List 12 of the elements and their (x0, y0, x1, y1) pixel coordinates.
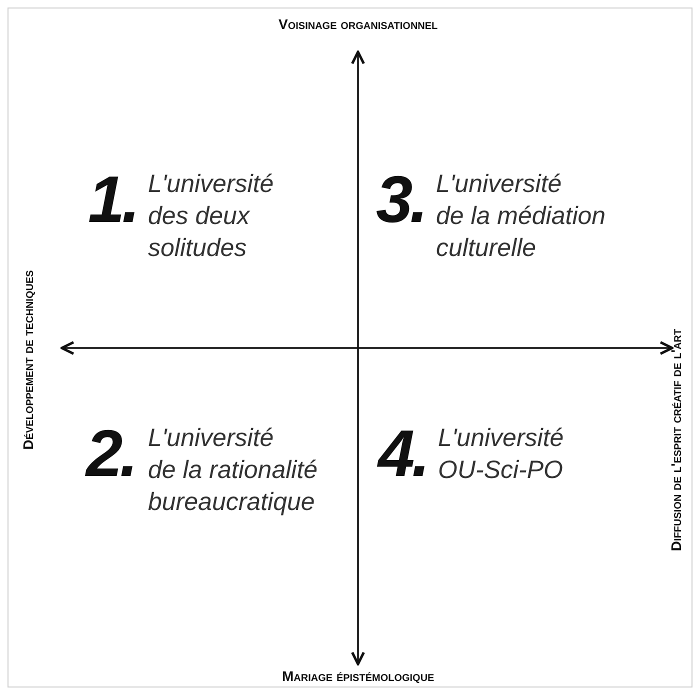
quadrant-number: 4. (378, 420, 428, 486)
quadrant-title: L'université des deux solitudes (148, 169, 274, 264)
axis-label: Voisinage organisationnel (278, 16, 438, 32)
quadrant-number: 3. (376, 166, 426, 232)
axis-label: Diffusion de l'esprit créatif de l'art (668, 328, 684, 552)
quadrant-title: L'université OU-Sci-PO (438, 423, 564, 486)
quadrant-title: L'université de la rationalité bureaucratique (148, 423, 318, 518)
quadrant-number: 2. (86, 420, 136, 486)
axis-label: Développement de techniques (20, 270, 36, 450)
quadrant-number: 1. (88, 166, 138, 232)
quadrant-title: L'université de la médiation culturelle (436, 169, 606, 264)
axis-label: Mariage épistémologique (282, 668, 434, 684)
